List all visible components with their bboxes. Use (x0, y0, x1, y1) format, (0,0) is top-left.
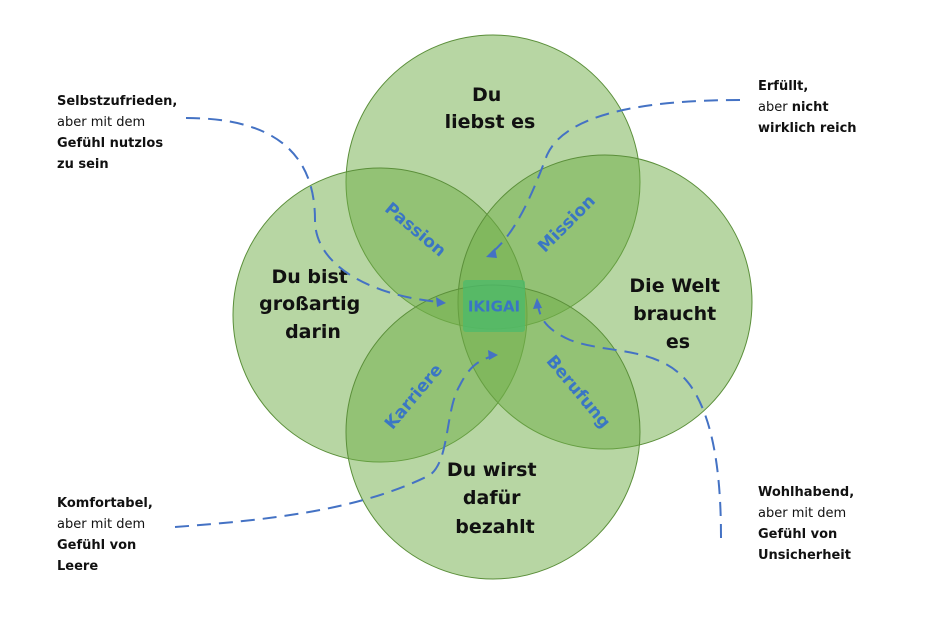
circle-label-top: Du liebst es (445, 84, 536, 133)
ikigai-center-highlight (463, 280, 525, 332)
circle-label-bottom: Du wirst dafür bezahlt (447, 459, 543, 538)
ikigai-center-label: IKIGAI (468, 298, 520, 316)
note-line: Komfortabel, (57, 496, 153, 511)
note-line: aber mit dem (758, 506, 847, 521)
arrowhead-wohlhabend (533, 298, 542, 309)
note-line: aber mit dem (57, 115, 146, 130)
note-line-part: nicht (791, 100, 829, 115)
note-line: Leere (57, 559, 99, 574)
circle-label-left: Du bist großartig darin (259, 266, 367, 343)
note-line: Gefühl von (758, 527, 838, 542)
note-line: zu sein (57, 157, 109, 172)
arrowhead-selbstzufrieden (436, 297, 446, 307)
note-komfortabel: Komfortabel, aber mit dem Gefühl von Lee… (57, 493, 153, 577)
note-line: aber nicht (758, 97, 857, 118)
note-selbstzufrieden: Selbstzufrieden, aber mit dem Gefühl nut… (57, 91, 177, 175)
note-line: wirklich reich (758, 121, 857, 136)
arrow-erfuellt (489, 99, 741, 255)
note-line-part: aber (758, 100, 792, 115)
note-line: Selbstzufrieden, (57, 94, 178, 109)
note-line: Gefühl nutzlos (57, 136, 164, 151)
arrow-komfortabel (174, 355, 494, 528)
note-wohlhabend: Wohlhabend, aber mit dem Gefühl von Unsi… (758, 482, 854, 566)
note-line: Wohlhabend, (758, 485, 855, 500)
arrow-wohlhabend (537, 304, 722, 539)
note-line: Gefühl von (57, 538, 137, 553)
note-erfuellt: Erfüllt, aber nicht wirklich reich (758, 76, 857, 139)
note-line: Unsicherheit (758, 548, 851, 563)
arrowhead-erfuellt (486, 248, 497, 258)
circle-label-right: Die Welt braucht es (629, 275, 726, 353)
note-line: aber mit dem (57, 517, 146, 532)
arrow-selbstzufrieden (185, 117, 441, 303)
arrowhead-komfortabel (488, 350, 498, 360)
note-line: Erfüllt, (758, 79, 809, 94)
